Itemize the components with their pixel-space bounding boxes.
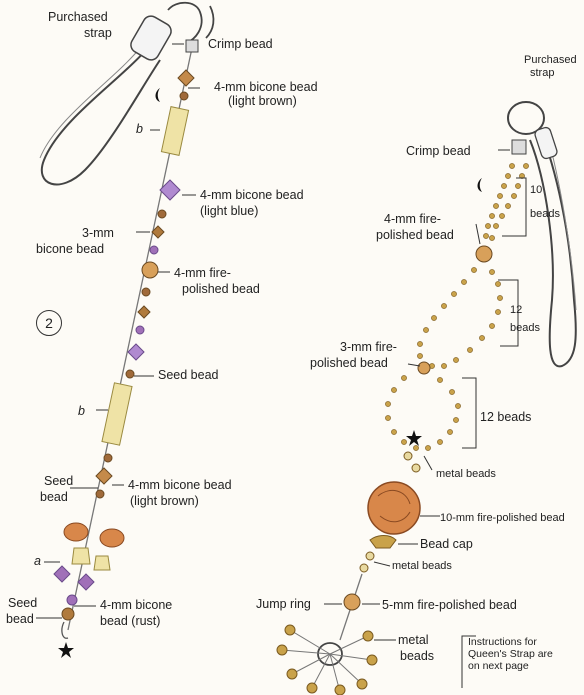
instructions-line-3: on next page (468, 660, 553, 672)
right-strands (385, 163, 528, 450)
left-bicone-lb-label-2: (light brown) (228, 94, 297, 108)
right-purchased-label: Purchased (524, 54, 577, 66)
left-bicone2-label-2: (light brown) (130, 494, 199, 508)
left-b-mid-label: b (78, 404, 85, 418)
left-strap-label: strap (84, 26, 112, 40)
left-bicone-blue-label-1: 4-mm bicone bead (200, 188, 304, 202)
left-a-label: a (34, 554, 41, 568)
left-bicone-blue-label-2: (light blue) (200, 204, 258, 218)
right-fire4-label-2: polished bead (376, 228, 454, 242)
left-bicone-lb-label-1: 4-mm bicone bead (214, 80, 318, 94)
right-10mm-fire-polished (368, 482, 420, 534)
right-ten-label: 10 (530, 184, 542, 196)
right-crimp-label: Crimp bead (406, 144, 471, 158)
left-strap-loop (42, 50, 160, 184)
right-metal-label-1: metal beads (436, 468, 496, 480)
step-number: 2 (36, 310, 62, 336)
right-twelve-label: 12 (510, 304, 522, 316)
left-fire-polished (142, 262, 158, 278)
right-crimp-bead (512, 140, 526, 154)
left-seed2-label-2: bead (40, 490, 68, 504)
right-cap-label: Bead cap (420, 537, 473, 551)
right-bead-cap (370, 536, 396, 549)
left-seed-label: Seed bead (158, 368, 218, 382)
left-bicone-rust-cluster (54, 566, 70, 582)
right-metal-label-2: metal beads (392, 560, 452, 572)
right-jump-label: Jump ring (256, 597, 311, 611)
left-fire-label-2: polished bead (182, 282, 260, 296)
left-seed3-label-2: bead (6, 612, 34, 626)
right-fire10-label: 10-mm fire-polished bead (440, 512, 565, 524)
left-bicone-light-brown (178, 70, 194, 100)
right-beads-label: beads (530, 208, 560, 220)
left-b-top-label: b (136, 122, 143, 136)
left-fire-label-1: 4-mm fire- (174, 266, 231, 280)
instructions-line-2: Queen's Strap are (468, 648, 553, 660)
left-rust-label-2: bead (rust) (100, 614, 160, 628)
right-fire3-label-2: polished bead (310, 356, 388, 370)
left-leaf-bead (64, 523, 88, 541)
left-seed-bead-end (62, 608, 74, 620)
right-strap-clip (534, 126, 558, 159)
left-3mm-label-2: bicone bead (36, 242, 104, 256)
left-strap-clip (128, 13, 174, 63)
right-beads-label-2: beads (510, 322, 540, 334)
right-fire3-label-1: 3-mm fire- (340, 340, 397, 354)
right-fire4-label-1: 4-mm fire- (384, 212, 441, 226)
left-seed-bead (126, 370, 134, 378)
left-3mm-label-1: 3-mm (82, 226, 114, 240)
right-3mm-fire-polished (418, 362, 430, 374)
right-4mm-fire-polished (476, 246, 492, 262)
right-metal-label-3a: metal (398, 633, 429, 647)
right-5mm-fire-polished (344, 594, 360, 610)
right-strap-label: strap (530, 67, 554, 79)
left-crescent (156, 88, 161, 102)
left-seed3-label-1: Seed (8, 596, 37, 610)
right-metal-label-3b: beads (400, 649, 434, 663)
left-purchased-label: Purchased (48, 10, 108, 24)
left-bicone-light-brown-2 (96, 468, 112, 484)
left-tube-b-mid (102, 383, 132, 445)
left-star (58, 642, 74, 658)
left-crimp-bead (186, 40, 198, 52)
left-crimp-label: Crimp bead (208, 37, 273, 51)
left-tube-b-top (161, 107, 188, 156)
left-rust-label-1: 4-mm bicone (100, 598, 172, 612)
right-star (406, 430, 422, 446)
instructions-note: Instructions for Queen's Strap are on ne… (468, 636, 553, 672)
instructions-line-1: Instructions for (468, 636, 553, 648)
left-bicone2-label-1: 4-mm bicone bead (128, 478, 232, 492)
right-twelve-beads-label: 12 beads (480, 410, 531, 424)
right-fire5-label: 5-mm fire-polished bead (382, 598, 517, 612)
left-seed2-label-1: Seed (44, 474, 73, 488)
